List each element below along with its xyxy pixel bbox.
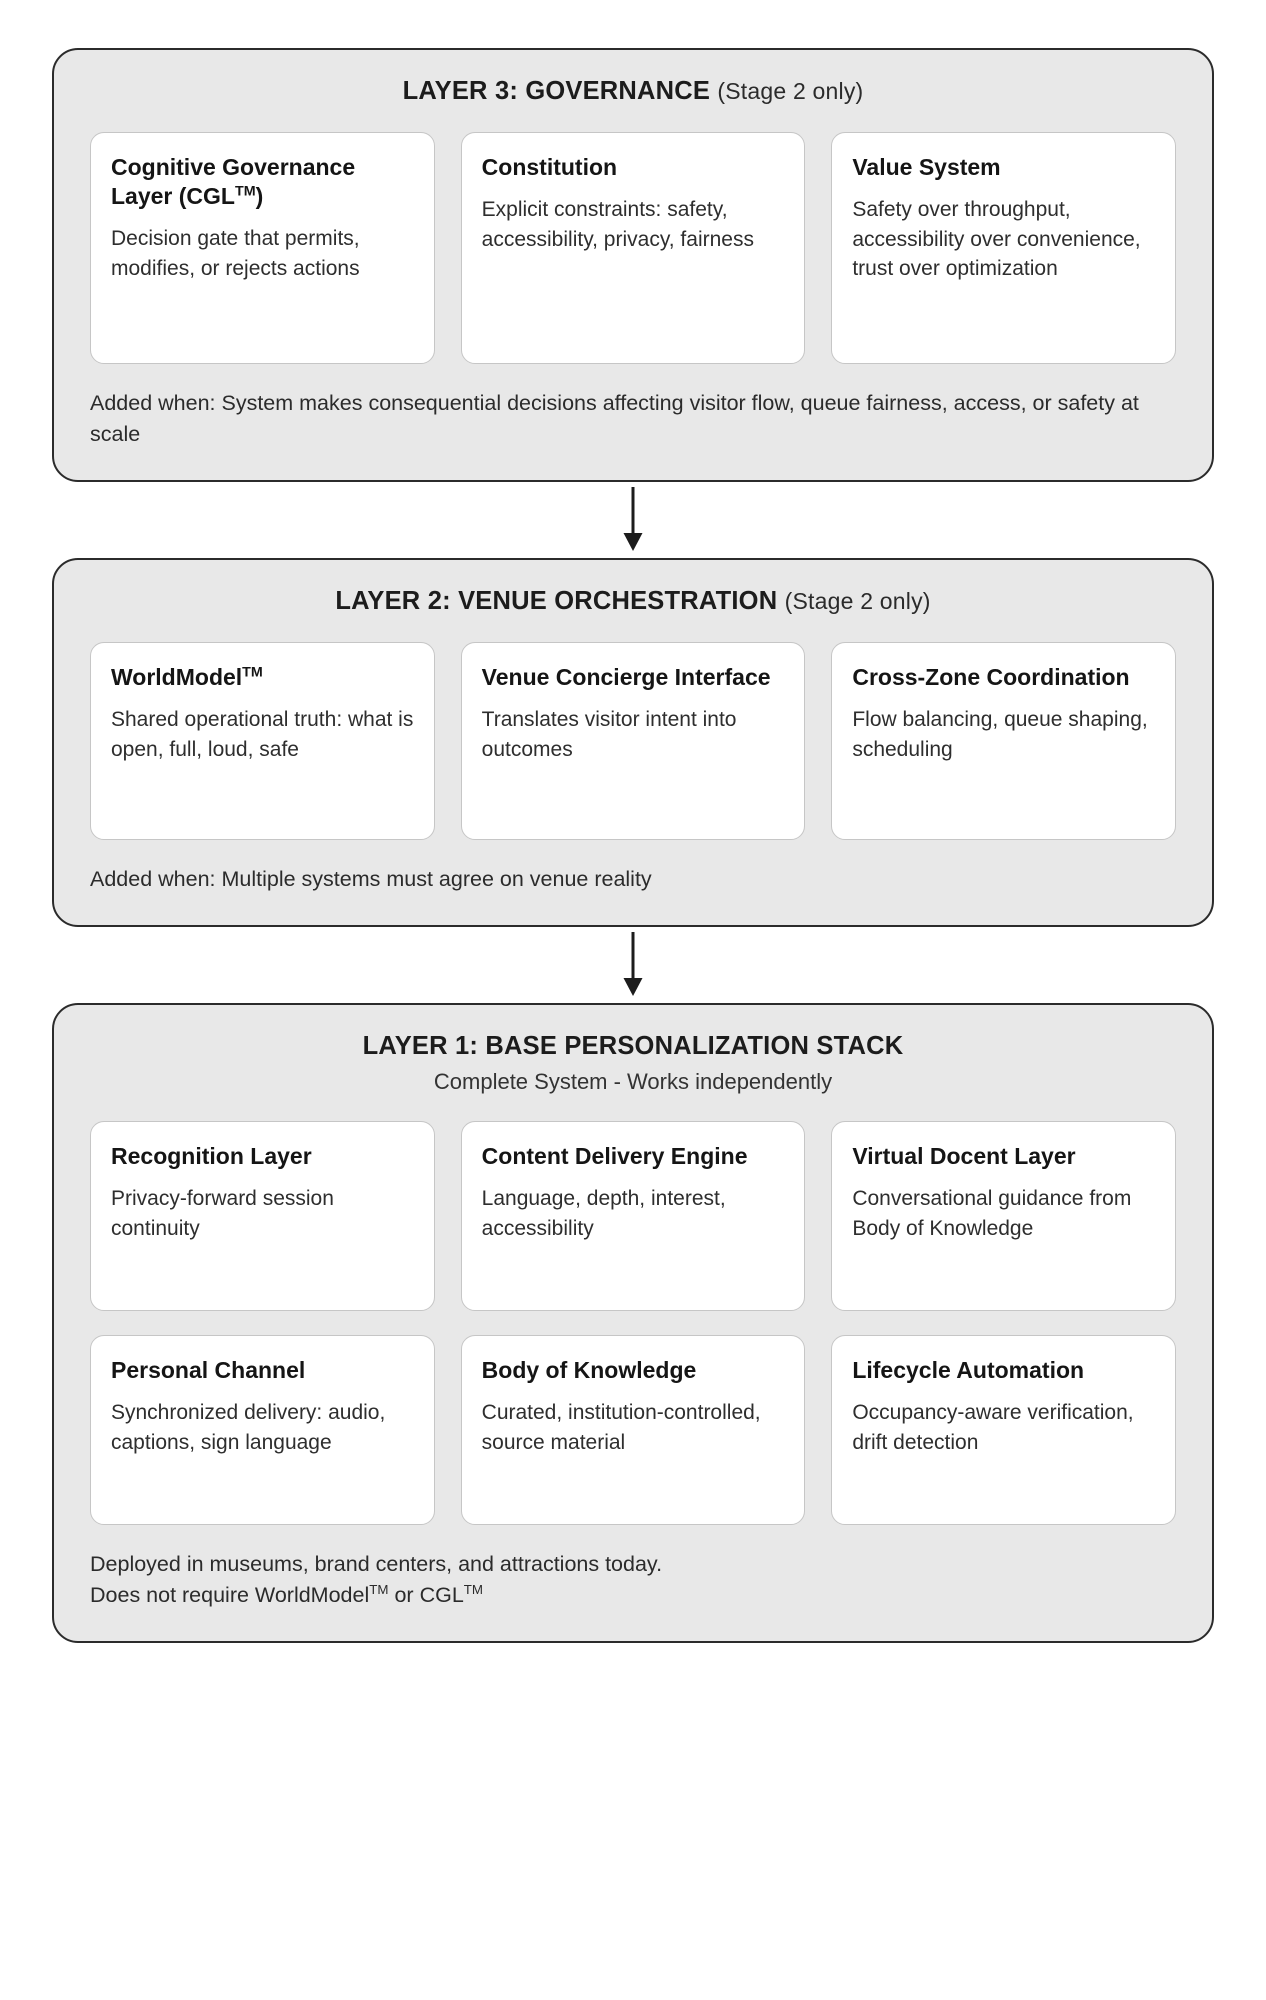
layer-note-prefix: Does not require WorldModel	[90, 1582, 370, 1607]
trademark-icon: TM	[463, 1581, 484, 1597]
card-title: Lifecycle Automation	[852, 1356, 1085, 1383]
layer-panel-governance: LAYER 3: GOVERNANCE (Stage 2 only) Cogni…	[52, 48, 1214, 483]
layer-header: LAYER 2: VENUE ORCHESTRATION (Stage 2 on…	[90, 586, 1176, 618]
card-cognitive-governance-layer[interactable]: Cognitive Governance Layer (CGLTM) Decis…	[90, 131, 435, 364]
card-body: Language, depth, interest, accessibility	[481, 1186, 726, 1240]
card-title: Recognition Layer	[111, 1142, 312, 1169]
layer-note: Added when: Multiple systems must agree …	[90, 867, 652, 892]
card-title: Constitution	[481, 153, 618, 180]
card-title-text: WorldModel	[111, 664, 243, 691]
layer-note: Deployed in museums, brand centers, and …	[90, 1549, 1176, 1611]
layer-title: LAYER 1: BASE PERSONALIZATION STACK	[362, 1032, 904, 1061]
card-body: Safety over throughput, accessibility ov…	[852, 197, 1141, 281]
card-cross-zone-coordination[interactable]: Cross-Zone Coordination Flow balancing, …	[831, 642, 1176, 841]
trademark-icon: TM	[369, 1581, 389, 1597]
layer-panel-venue-orchestration: LAYER 2: VENUE ORCHESTRATION (Stage 2 on…	[52, 558, 1214, 928]
trademark-icon: TM	[234, 183, 256, 200]
card-body: Shared operational truth: what is open, …	[111, 708, 414, 761]
layer-note: Added when: System makes consequential d…	[90, 390, 1139, 447]
card-body: Occupancy-aware verification, drift dete…	[852, 1400, 1134, 1454]
card-title: Cross-Zone Coordination	[852, 664, 1130, 691]
card-title: Content Delivery Engine	[481, 1142, 748, 1169]
trademark-icon: TM	[242, 664, 263, 681]
layer-title-text: LAYER 3: GOVERNANCE	[402, 77, 711, 105]
card-title: Cognitive Governance Layer (CGLTM)	[111, 153, 414, 211]
layer-panel-base-personalization-stack: LAYER 1: BASE PERSONALIZATION STACK Comp…	[52, 1003, 1214, 1644]
card-body: Conversational guidance from Body of Kno…	[852, 1186, 1132, 1240]
card-title: Venue Concierge Interface	[481, 664, 771, 691]
card-row: Cognitive Governance Layer (CGLTM) Decis…	[90, 131, 1176, 364]
card-title: Virtual Docent Layer	[852, 1142, 1076, 1169]
arrow-down-icon	[623, 487, 643, 552]
layer-note-mid: or CGL	[388, 1582, 464, 1607]
card-body: Privacy-forward session continuity	[111, 1186, 334, 1240]
card-worldmodel[interactable]: WorldModelTM Shared operational truth: w…	[90, 642, 435, 841]
card-body: Curated, institution-controlled, source …	[481, 1400, 761, 1454]
layer-note-line-2: Does not require WorldModelTM or CGLTM	[90, 1580, 1176, 1611]
card-row: WorldModelTM Shared operational truth: w…	[90, 642, 1176, 841]
card-content-delivery-engine[interactable]: Content Delivery Engine Language, depth,…	[460, 1120, 806, 1311]
card-constitution[interactable]: Constitution Explicit constraints: safet…	[460, 131, 806, 364]
card-title: WorldModelTM	[111, 663, 414, 692]
connector-arrow-layer3-to-layer2	[52, 482, 1214, 559]
layer-header: LAYER 1: BASE PERSONALIZATION STACK Comp…	[90, 1031, 1176, 1096]
card-row: Recognition Layer Privacy-forward sessio…	[90, 1120, 1176, 1311]
layer-title: LAYER 3: GOVERNANCE (Stage 2 only)	[90, 76, 1176, 108]
card-body: Explicit constraints: safety, accessibil…	[481, 197, 754, 251]
card-lifecycle-automation[interactable]: Lifecycle Automation Occupancy-aware ver…	[831, 1334, 1176, 1525]
card-title-text: Cognitive Governance Layer (CGL	[111, 153, 356, 209]
layer-stage-note: (Stage 2 only)	[717, 78, 864, 104]
card-body: Decision gate that permits, modifies, or…	[111, 226, 360, 280]
card-body: Translates visitor intent into outcomes	[481, 708, 737, 761]
layer-title: LAYER 2: VENUE ORCHESTRATION (Stage 2 on…	[90, 586, 1176, 618]
layer-title-text: LAYER 2: VENUE ORCHESTRATION	[335, 587, 778, 616]
layer-note-line-1: Deployed in museums, brand centers, and …	[90, 1551, 663, 1576]
layer-stage-note: (Stage 2 only)	[784, 588, 931, 615]
card-value-system[interactable]: Value System Safety over throughput, acc…	[831, 131, 1176, 364]
card-body: Synchronized delivery: audio, captions, …	[111, 1400, 386, 1454]
card-body-of-knowledge[interactable]: Body of Knowledge Curated, institution-c…	[460, 1334, 806, 1525]
card-virtual-docent-layer[interactable]: Virtual Docent Layer Conversational guid…	[831, 1120, 1176, 1311]
card-body: Flow balancing, queue shaping, schedulin…	[852, 708, 1148, 761]
card-venue-concierge-interface[interactable]: Venue Concierge Interface Translates vis…	[460, 642, 806, 841]
card-title-tail: )	[255, 182, 264, 209]
layer-subtitle: Complete System - Works independently	[433, 1069, 833, 1095]
arrow-down-icon	[623, 932, 643, 997]
card-title: Body of Knowledge	[481, 1356, 697, 1383]
card-recognition-layer[interactable]: Recognition Layer Privacy-forward sessio…	[90, 1120, 435, 1311]
layer-header: LAYER 3: GOVERNANCE (Stage 2 only)	[90, 76, 1176, 108]
connector-arrow-layer2-to-layer1	[52, 927, 1214, 1004]
card-row: Personal Channel Synchronized delivery: …	[90, 1334, 1176, 1525]
card-title: Value System	[852, 153, 1001, 180]
card-title: Personal Channel	[111, 1356, 306, 1383]
card-personal-channel[interactable]: Personal Channel Synchronized delivery: …	[90, 1334, 435, 1525]
